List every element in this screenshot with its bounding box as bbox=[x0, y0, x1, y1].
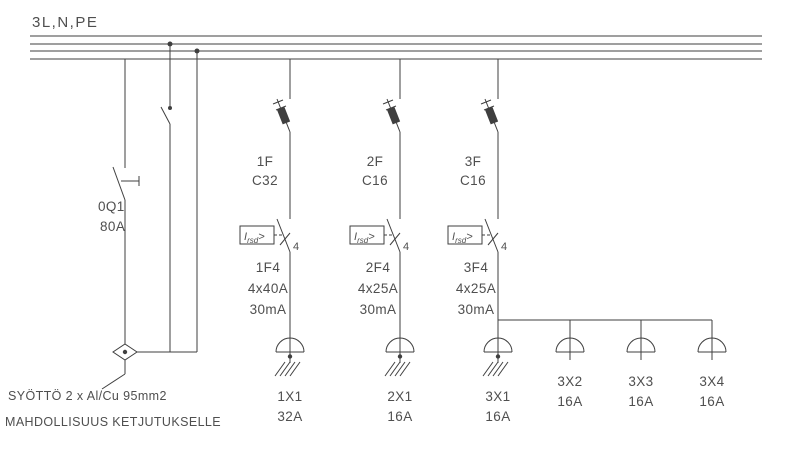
rcd-setting-label: Irsd> bbox=[354, 231, 375, 245]
breaker-rating: C32 bbox=[252, 173, 278, 188]
rcd-sensitivity: 30mA bbox=[250, 302, 287, 317]
outlet-rating: 16A bbox=[387, 409, 412, 424]
outlet-id: 2X1 bbox=[387, 389, 412, 404]
rcd-setting-label: Irsd> bbox=[452, 231, 473, 245]
earth-symbol bbox=[274, 361, 301, 377]
outlet-id: 1X1 bbox=[277, 389, 302, 404]
disconnect-symbol bbox=[160, 106, 172, 125]
socket-outlet-symbol bbox=[697, 337, 727, 360]
rcd-sensitivity: 30mA bbox=[360, 302, 397, 317]
extra-outlet-3x2: 3X2 16A bbox=[555, 320, 585, 409]
rcd-pole-count: 4 bbox=[403, 241, 409, 253]
outlet-rating: 16A bbox=[557, 394, 582, 409]
socket-outlet-symbol bbox=[555, 337, 585, 360]
breaker-id: 3F bbox=[465, 154, 482, 169]
feeder-branch-3: 3F C16 Irsd> 4 3F4 4x25A 30mA 3X1 16A bbox=[447, 59, 712, 424]
outlet-id: 3X2 bbox=[557, 374, 582, 389]
fuse-switch-symbol bbox=[382, 98, 401, 133]
main-switch-symbol bbox=[112, 166, 140, 201]
feeder-branch-1: 1F C32 Irsd> 4 1F4 4x40A 30mA 1X1 32A bbox=[239, 59, 305, 424]
extra-outlet-3x3: 3X3 16A bbox=[626, 320, 656, 409]
rcd-pole-count: 4 bbox=[501, 241, 507, 253]
fuse-switch-symbol bbox=[272, 98, 291, 133]
rcd-id: 3F4 bbox=[464, 260, 489, 275]
rcd-rating: 4x25A bbox=[456, 281, 496, 296]
earth-symbol bbox=[482, 361, 509, 377]
bus-label: 3L,N,PE bbox=[32, 14, 98, 31]
busbar-lines bbox=[30, 35, 762, 60]
rcd-symbol: Irsd> 4 bbox=[349, 218, 409, 253]
outlet-id: 3X3 bbox=[628, 374, 653, 389]
outlet-id: 3X4 bbox=[699, 374, 724, 389]
incoming-feeder: 0Q1 80A SYÖTTÖ 2 x Al/Cu 95mm2 MAHDOLLIS… bbox=[5, 59, 221, 429]
outlet-id: 3X1 bbox=[485, 389, 510, 404]
rcd-sensitivity: 30mA bbox=[458, 302, 495, 317]
rcd-id: 1F4 bbox=[256, 260, 281, 275]
outlet-rating: 32A bbox=[277, 409, 302, 424]
rcd-symbol: Irsd> 4 bbox=[447, 218, 507, 253]
chaining-feeder bbox=[137, 41, 200, 353]
supply-note-line2: MAHDOLLISUUS KETJUTUKSELLE bbox=[5, 415, 221, 429]
outlet-rating: 16A bbox=[628, 394, 653, 409]
supply-note-line1: SYÖTTÖ 2 x Al/Cu 95mm2 bbox=[8, 389, 167, 403]
rcd-rating: 4x40A bbox=[248, 281, 288, 296]
rcd-rating: 4x25A bbox=[358, 281, 398, 296]
socket-outlet-symbol bbox=[483, 337, 513, 363]
main-switch-id: 0Q1 bbox=[98, 199, 125, 214]
breaker-id: 2F bbox=[367, 154, 384, 169]
fuse-switch-symbol bbox=[480, 98, 499, 133]
socket-outlet-symbol bbox=[275, 337, 305, 363]
terminal-diamond-symbol bbox=[112, 343, 138, 361]
extra-outlet-3x4: 3X4 16A bbox=[697, 320, 727, 409]
feeder-branch-2: 2F C16 Irsd> 4 2F4 4x25A 30mA 2X1 16A bbox=[349, 59, 415, 424]
supply-leader-line bbox=[101, 373, 126, 390]
rcd-id: 2F4 bbox=[366, 260, 391, 275]
socket-outlet-symbol bbox=[385, 337, 415, 363]
rcd-pole-count: 4 bbox=[293, 241, 299, 253]
outlet-rating: 16A bbox=[699, 394, 724, 409]
main-switch-rating: 80A bbox=[100, 219, 125, 234]
socket-outlet-symbol bbox=[626, 337, 656, 360]
rcd-setting-label: Irsd> bbox=[244, 231, 265, 245]
breaker-id: 1F bbox=[257, 154, 274, 169]
earth-symbol bbox=[384, 361, 411, 377]
outlet-rating: 16A bbox=[485, 409, 510, 424]
rcd-symbol: Irsd> 4 bbox=[239, 218, 299, 253]
breaker-rating: C16 bbox=[362, 173, 388, 188]
breaker-rating: C16 bbox=[460, 173, 486, 188]
